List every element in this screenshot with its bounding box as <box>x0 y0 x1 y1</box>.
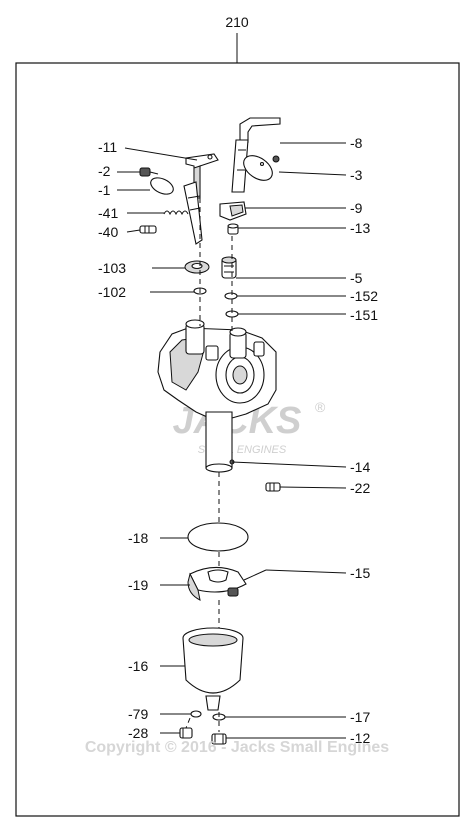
callout-12: -12 <box>350 730 370 746</box>
callout-152: -152 <box>350 288 378 304</box>
callout-41: -41 <box>98 205 118 221</box>
diagram-frame <box>15 62 460 817</box>
part-screw-40 <box>139 225 157 234</box>
assembly-number: 210 <box>225 14 249 30</box>
part-choke-plate <box>243 155 273 181</box>
part-choke-plate-hole <box>259 161 265 167</box>
part-washer-79 <box>190 710 202 718</box>
callout-15: -15 <box>350 565 370 581</box>
part-bowl-bolt-12 <box>211 733 227 745</box>
part-seal-103 <box>184 260 210 274</box>
part-oring-152 <box>224 292 238 300</box>
callout-9: -9 <box>350 200 363 216</box>
part-idle-screw-5 <box>221 256 237 279</box>
part-spring-41 <box>163 210 189 216</box>
part-bushing-13 <box>227 223 239 235</box>
part-bracket-9 <box>219 201 247 221</box>
callout-103: -103 <box>98 260 126 276</box>
callout-22: -22 <box>350 480 370 496</box>
centerlines <box>185 198 233 732</box>
part-screw-2 <box>139 167 159 177</box>
callout-1: -1 <box>98 182 111 198</box>
part-float-bowl <box>182 627 244 711</box>
callout-19: -19 <box>128 577 148 593</box>
callout-102: -102 <box>98 284 126 300</box>
callout-28: -28 <box>128 725 148 741</box>
callout-3: -3 <box>350 167 363 183</box>
callout-2: -2 <box>98 163 111 179</box>
part-screw-22 <box>265 482 281 492</box>
watermark-copyright: Copyright © 2016 - Jacks Small Engines <box>85 739 389 756</box>
part-choke-screw <box>272 155 280 163</box>
callout-14: -14 <box>350 459 370 475</box>
callout-8: -8 <box>350 135 363 151</box>
callout-79: -79 <box>128 706 148 722</box>
part-needle-15 <box>243 569 267 581</box>
callout-151: -151 <box>350 307 378 323</box>
callout-5: -5 <box>350 270 363 286</box>
part-throttle-shaft <box>183 181 203 245</box>
callout-16: -16 <box>128 658 148 674</box>
part-drain-screw-28 <box>179 727 193 739</box>
watermark-registered: ® <box>315 399 326 415</box>
part-float-19 <box>187 566 247 601</box>
callout-13: -13 <box>350 220 370 236</box>
leader-lines <box>117 142 347 739</box>
part-bowl-gasket <box>187 522 249 552</box>
part-carburetor-body <box>157 319 277 473</box>
callout-11: -11 <box>98 139 117 155</box>
part-choke-lever <box>231 117 281 193</box>
callout-17: -17 <box>350 709 370 725</box>
callout-40: -40 <box>98 224 118 240</box>
part-throttle-plate <box>150 177 174 195</box>
callout-18: -18 <box>128 530 148 546</box>
